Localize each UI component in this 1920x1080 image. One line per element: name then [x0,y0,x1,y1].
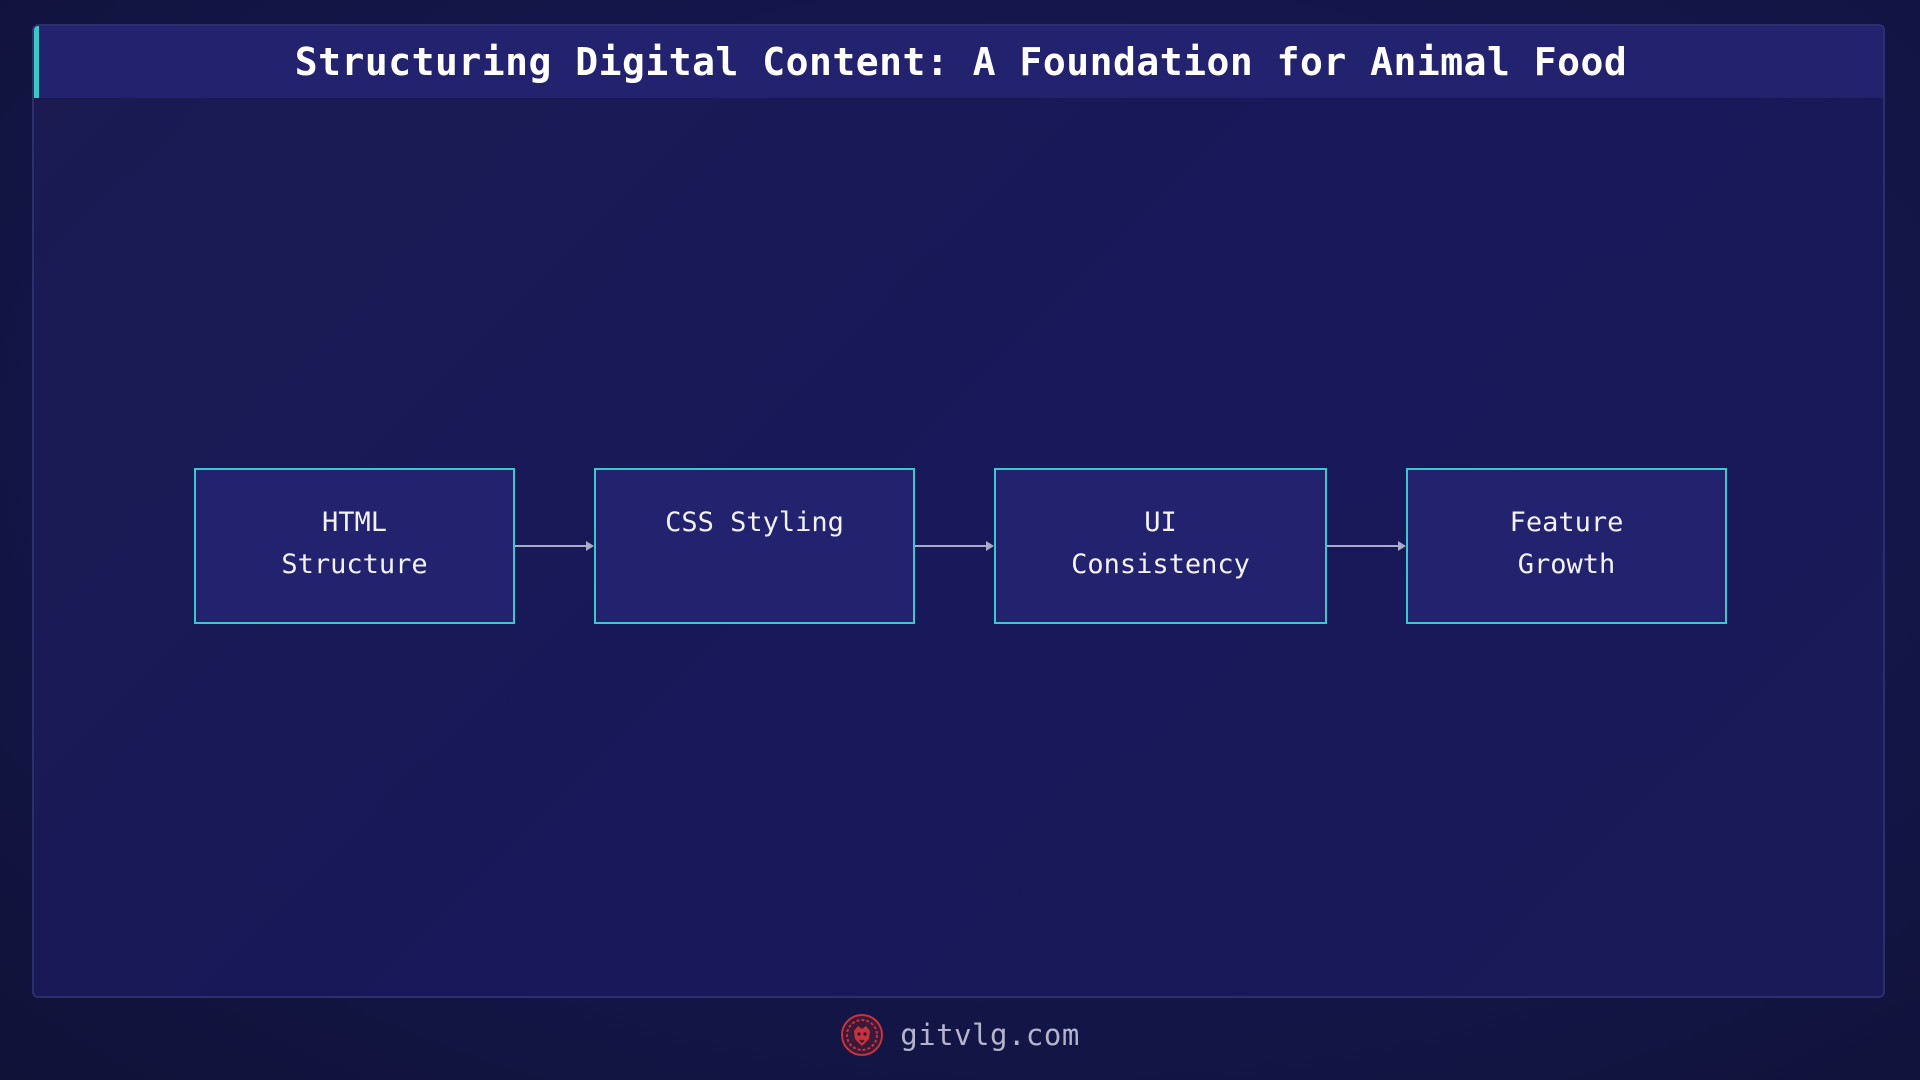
arrow-css-to-ui [915,541,994,551]
arrow-ui-to-feature [1327,541,1406,551]
node-ui-consistency: UI Consistency [994,468,1327,624]
node-css-styling: CSS Styling [594,468,915,624]
footer: gitvlg.com [0,1012,1920,1058]
node-label: HTML Structure [281,507,428,580]
lion-head-logo-icon[interactable] [840,1013,884,1057]
flowchart: HTML Structure CSS Styling UI Consistenc… [34,26,1883,996]
node-feature-growth: Feature Growth [1406,468,1727,624]
title-bar: Structuring Digital Content: A Foundatio… [34,26,1883,98]
diagram-title: Structuring Digital Content: A Foundatio… [294,40,1628,84]
node-label: CSS Styling [665,507,844,538]
arrow-html-to-css [515,541,594,551]
node-label: UI Consistency [1071,507,1250,580]
node-html-structure: HTML Structure [194,468,515,624]
node-label: Feature Growth [1509,507,1624,580]
footer-site-link[interactable]: gitvlg.com [900,1018,1080,1052]
diagram-panel: Structuring Digital Content: A Foundatio… [32,24,1885,998]
